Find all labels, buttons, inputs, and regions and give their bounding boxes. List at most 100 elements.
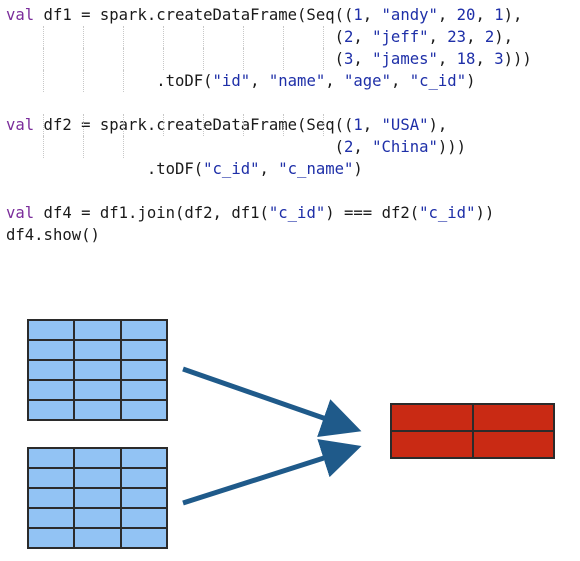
code-token-num: 1 bbox=[353, 116, 363, 134]
table-cell bbox=[74, 448, 121, 468]
table-cell bbox=[120, 340, 167, 360]
indent-guide bbox=[203, 48, 204, 70]
code-token-str: "c_id" bbox=[419, 204, 476, 222]
indent-guide bbox=[123, 26, 124, 48]
code-token-num: 18 bbox=[456, 50, 476, 68]
indent-guide bbox=[163, 48, 164, 70]
indent-guide bbox=[43, 136, 44, 158]
code-token: ( bbox=[6, 50, 344, 68]
table-cell bbox=[74, 508, 121, 528]
indent-guide bbox=[123, 114, 124, 136]
code-token: , bbox=[353, 138, 373, 156]
code-block: val df1 = spark.createDataFrame(Seq((1, … bbox=[6, 4, 576, 246]
code-line: (3, "james", 18, 3))) bbox=[6, 48, 576, 70]
code-token: .toDF( bbox=[6, 160, 204, 178]
indent-guide bbox=[43, 26, 44, 48]
table-cell bbox=[120, 448, 167, 468]
code-token: )) bbox=[475, 204, 495, 222]
code-token-kw: val bbox=[6, 116, 35, 134]
table-cell bbox=[74, 400, 121, 420]
code-token: ), bbox=[503, 6, 523, 24]
table-cell bbox=[74, 488, 121, 508]
table-cell bbox=[120, 488, 167, 508]
table-cell bbox=[28, 380, 75, 400]
code-token: ( bbox=[6, 28, 344, 46]
table-cell bbox=[28, 468, 75, 488]
table-cell bbox=[28, 400, 75, 420]
code-token-str: "age" bbox=[344, 72, 391, 90]
table-cell bbox=[28, 320, 75, 340]
code-token: , bbox=[475, 50, 495, 68]
indent-guide bbox=[83, 136, 84, 158]
code-token: , bbox=[259, 160, 279, 178]
code-token: .toDF( bbox=[6, 72, 213, 90]
code-token-num: 1 bbox=[494, 6, 504, 24]
indent-guide bbox=[83, 48, 84, 70]
indent-guide bbox=[203, 26, 204, 48]
table-cell bbox=[74, 360, 121, 380]
table-cell bbox=[28, 528, 75, 548]
table-cell bbox=[391, 404, 473, 431]
arrow-df2-to-result bbox=[182, 439, 362, 506]
code-token-num: 2 bbox=[484, 28, 495, 46]
code-token: ) bbox=[353, 160, 363, 178]
code-token: , bbox=[353, 50, 373, 68]
table-cell bbox=[74, 468, 121, 488]
code-token: , bbox=[250, 72, 269, 90]
code-token: df4.show() bbox=[6, 226, 100, 244]
table-cell bbox=[74, 320, 121, 340]
code-token: , bbox=[362, 116, 382, 134]
indent-guide bbox=[203, 114, 204, 136]
code-token-str: "China" bbox=[372, 138, 438, 156]
code-token-str: "name" bbox=[268, 72, 326, 90]
table-cell bbox=[120, 468, 167, 488]
indent-guide bbox=[283, 48, 284, 70]
code-token: , bbox=[428, 28, 448, 46]
code-line: val df2 = spark.createDataFrame(Seq((1, … bbox=[6, 114, 576, 136]
table-cell bbox=[120, 508, 167, 528]
code-token: ))) bbox=[503, 50, 532, 68]
table-cell bbox=[472, 404, 554, 431]
df1-table bbox=[27, 319, 168, 421]
code-token: , bbox=[353, 28, 373, 46]
indent-guide bbox=[43, 114, 44, 136]
code-token: df1 = spark.createDataFrame(Seq(( bbox=[34, 6, 354, 24]
table-cell bbox=[472, 431, 554, 458]
code-token-num: 3 bbox=[343, 50, 354, 68]
table-cell bbox=[28, 360, 75, 380]
table-cell bbox=[120, 400, 167, 420]
code-line: .toDF("c_id", "c_name") bbox=[6, 158, 576, 180]
code-token: df4 = df1.join(df2, df1( bbox=[34, 204, 269, 222]
code-line: val df1 = spark.createDataFrame(Seq((1, … bbox=[6, 4, 576, 26]
table-cell bbox=[74, 340, 121, 360]
indent-guide bbox=[83, 70, 84, 92]
indent-guide bbox=[163, 26, 164, 48]
table-cell bbox=[120, 320, 167, 340]
code-line: (2, "jeff", 23, 2), bbox=[6, 26, 576, 48]
code-token: , bbox=[437, 6, 457, 24]
code-token-kw: val bbox=[6, 204, 35, 222]
code-token-str: "c_id" bbox=[268, 204, 326, 222]
result-table bbox=[390, 403, 555, 459]
code-token-kw: val bbox=[6, 6, 35, 24]
code-token: ) === df2( bbox=[325, 204, 420, 222]
indent-guide bbox=[243, 114, 244, 136]
code-token: , bbox=[466, 28, 485, 46]
code-token-num: 3 bbox=[494, 50, 504, 68]
indent-guide bbox=[123, 70, 124, 92]
code-token-num: 20 bbox=[456, 6, 476, 24]
indent-guide bbox=[123, 136, 124, 158]
table-cell bbox=[391, 431, 473, 458]
table-cell bbox=[28, 448, 75, 468]
indent-guide bbox=[323, 48, 324, 70]
indent-guide bbox=[243, 48, 244, 70]
table-cell bbox=[28, 340, 75, 360]
code-token-str: "c_name" bbox=[278, 160, 354, 178]
code-token: ( bbox=[6, 138, 344, 156]
table-cell bbox=[120, 528, 167, 548]
table-cell bbox=[74, 528, 121, 548]
indent-guide bbox=[283, 114, 284, 136]
code-token-str: "jeff" bbox=[372, 28, 429, 46]
code-token-str: "andy" bbox=[381, 6, 438, 24]
indent-guide bbox=[83, 114, 84, 136]
